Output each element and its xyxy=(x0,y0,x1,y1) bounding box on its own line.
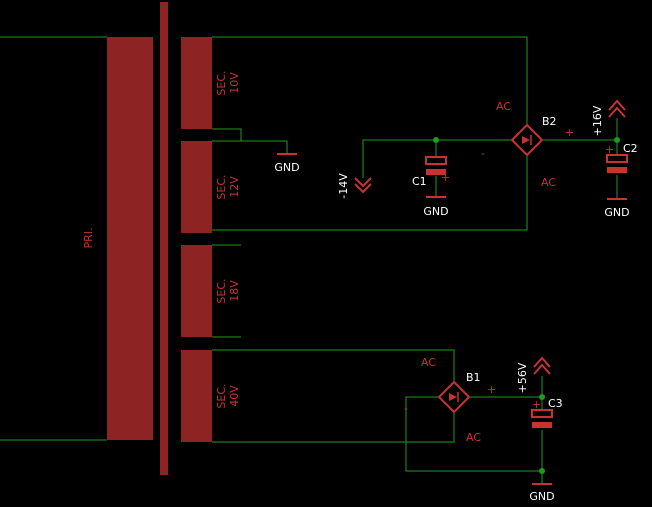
capacitor-c2-plate-minus xyxy=(607,167,627,173)
junction-c3 xyxy=(539,394,545,400)
supply-neg14v-arrow-icon xyxy=(354,177,372,188)
junction-c1 xyxy=(433,137,439,143)
capacitor-c3-name: C3 xyxy=(548,397,563,410)
secondary-winding-40v xyxy=(181,350,212,442)
ground-c1: GND xyxy=(423,196,449,218)
supply-pos56v-label: +56V xyxy=(516,362,529,393)
capacitor-c1-plate-plus xyxy=(425,156,447,165)
capacitor-c1-plus: + xyxy=(441,171,450,184)
supply-pos16v-arrow-icon xyxy=(608,99,626,111)
capacitor-c3-plus: + xyxy=(532,398,541,411)
junctions xyxy=(433,137,620,474)
bridge-b1-ac-bottom: AC xyxy=(466,431,481,444)
supply-neg14v-label: -14V xyxy=(337,173,350,199)
primary-label: PRI. xyxy=(82,227,95,248)
capacitor-c2: C2 + xyxy=(605,142,638,173)
bridge-b1-diode-icon xyxy=(449,392,459,402)
ground-c3: GND xyxy=(529,483,555,503)
supply-pos56v-arrow2-icon xyxy=(533,363,551,375)
bridge-b1-name: B1 xyxy=(466,371,481,384)
primary-winding xyxy=(107,37,153,440)
wire-tap-to-gnd xyxy=(241,140,288,154)
secondary-label-10v-line1: SEC. xyxy=(215,70,228,95)
bridge-b2-ac-top: AC xyxy=(496,100,511,113)
supply-neg14v: -14V xyxy=(337,173,372,199)
wire-40v-bottom-to-b1-ac xyxy=(212,412,455,443)
capacitor-c2-name: C2 xyxy=(623,142,638,155)
ground-c2-label: GND xyxy=(604,206,629,219)
capacitor-c3-plate-plus xyxy=(531,409,553,418)
wires xyxy=(212,36,618,484)
secondary-winding-12v xyxy=(181,141,212,233)
bridge-b2-body xyxy=(510,123,544,157)
capacitor-c1-name: C1 xyxy=(412,175,427,188)
wire-b2-minus-rail xyxy=(362,139,512,178)
supply-neg14v-arrow2-icon xyxy=(354,183,372,194)
secondary-label-18v-line2: 18V xyxy=(228,280,241,302)
supply-pos16v-arrow2-icon xyxy=(608,106,626,118)
capacitor-c3: C3 + xyxy=(531,397,563,428)
secondary-label-10v: SEC. 10V xyxy=(215,70,241,95)
wire-10v-top-to-b2-ac xyxy=(212,36,528,124)
ground-c2: GND xyxy=(604,198,630,219)
ground-tap-label: GND xyxy=(274,161,299,174)
ground-c1-label: GND xyxy=(423,205,448,218)
supply-pos56v: +56V xyxy=(516,356,551,393)
supply-pos16v-label: +16V xyxy=(591,105,604,136)
secondary-label-40v: SEC. 40V xyxy=(215,383,241,408)
capacitor-c1-plate-minus xyxy=(426,169,446,175)
bridge-b2-plus: + xyxy=(565,126,574,139)
secondary-label-12v: SEC. 12V xyxy=(215,174,241,199)
bridge-b2-minus: - xyxy=(481,147,485,160)
secondary-winding-18v xyxy=(181,245,212,337)
transformer: PRI. SEC. 10V SEC. 12V SEC. 18V SEC. 40V xyxy=(0,2,241,475)
bridge-b1-minus: - xyxy=(404,402,408,415)
secondary-label-18v: SEC. 18V xyxy=(215,278,241,303)
wire-b1-minus-to-gnd xyxy=(405,396,542,472)
secondary-winding-10v xyxy=(181,37,212,129)
bridge-b2-ac-bottom: AC xyxy=(541,176,556,189)
bridge-b1-ac-top: AC xyxy=(421,356,436,369)
junction-gnd-b1 xyxy=(539,468,545,474)
bridge-rectifier-b2: B2 AC AC + - xyxy=(481,100,574,189)
transformer-core xyxy=(160,2,168,475)
bridge-b2-diode-icon xyxy=(522,135,532,145)
capacitor-c2-plate-plus xyxy=(606,154,628,163)
wire-40v-top-to-b1-ac xyxy=(212,349,455,382)
supply-pos16v: +16V xyxy=(591,99,626,136)
wire-center-tap xyxy=(212,128,242,142)
supply-pos56v-arrow-icon xyxy=(533,356,551,368)
capacitor-c3-plate-minus xyxy=(532,422,552,428)
capacitor-c1: C1 + xyxy=(412,156,450,188)
secondary-label-12v-line1: SEC. xyxy=(215,174,228,199)
bridge-b2-name: B2 xyxy=(542,115,557,128)
capacitor-c2-plus: + xyxy=(605,143,614,156)
ground-tap: GND xyxy=(274,153,300,174)
bridge-b1-plus: + xyxy=(487,383,496,396)
secondary-label-40v-line1: SEC. xyxy=(215,383,228,408)
ground-c3-label: GND xyxy=(529,490,554,503)
secondary-label-12v-line2: 12V xyxy=(228,176,241,198)
secondary-label-10v-line2: 10V xyxy=(228,72,241,94)
bridge-b1-body xyxy=(437,380,471,414)
junction-c2 xyxy=(614,137,620,143)
bridge-rectifier-b1: B1 AC AC + - xyxy=(404,356,496,444)
wire-12v-bottom-to-b2-ac xyxy=(212,154,528,231)
secondary-label-18v-line1: SEC. xyxy=(215,278,228,303)
secondary-label-40v-line2: 40V xyxy=(228,385,241,407)
